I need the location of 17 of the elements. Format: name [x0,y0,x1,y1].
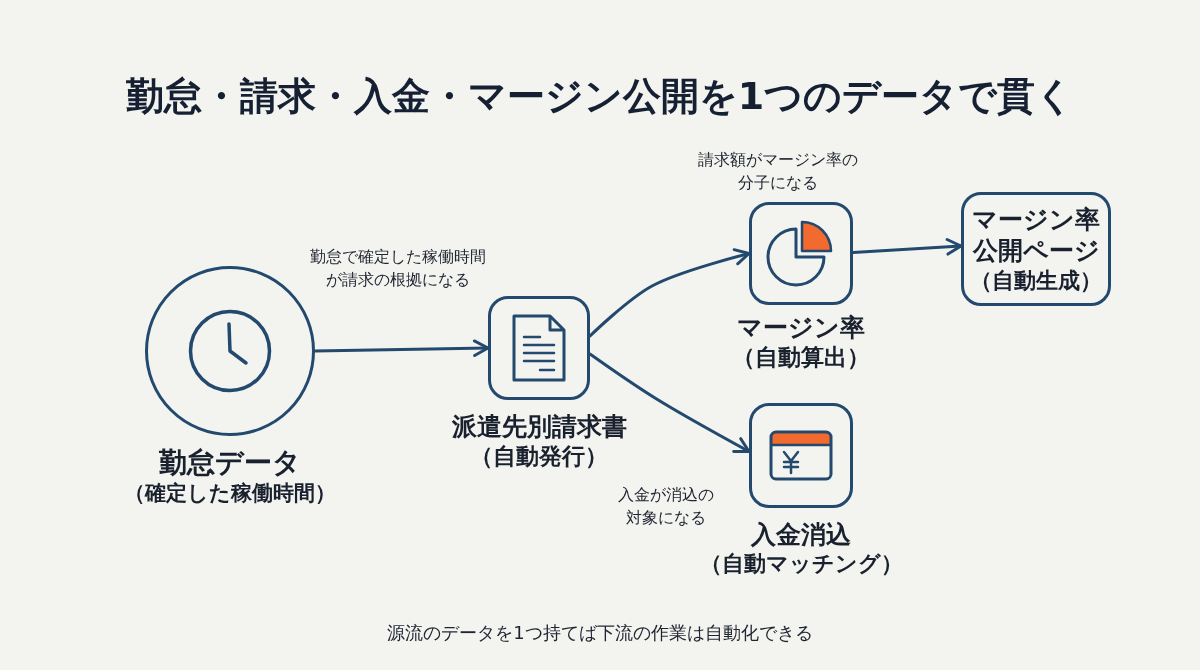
arrow [851,238,963,256]
title: 勤怠・請求・入金・マージン公開を1つのデータで貫く [125,74,1075,120]
process-box [961,192,1111,306]
node-title: マージン率公開ページ [971,204,1101,267]
node-title: マージン率 [737,312,865,344]
node-title: 入金消込 [751,519,851,551]
node-subtitle: （確定した稼働時間） [124,480,336,507]
node-title: 勤怠データ [159,445,301,480]
arrow [313,339,490,357]
arrow [588,248,751,338]
node-title: 派遣先別請求書 [451,411,627,443]
node-subtitle: （自動生成） [970,266,1102,294]
node-subtitle: （自動算出） [732,343,870,372]
caption: 源流のデータを1つ持てば下流の作業は自動化できる [387,621,813,645]
arrow [588,352,751,453]
node-subtitle: （自動発行） [470,442,608,471]
node-subtitle: （自動マッチング） [699,550,903,578]
